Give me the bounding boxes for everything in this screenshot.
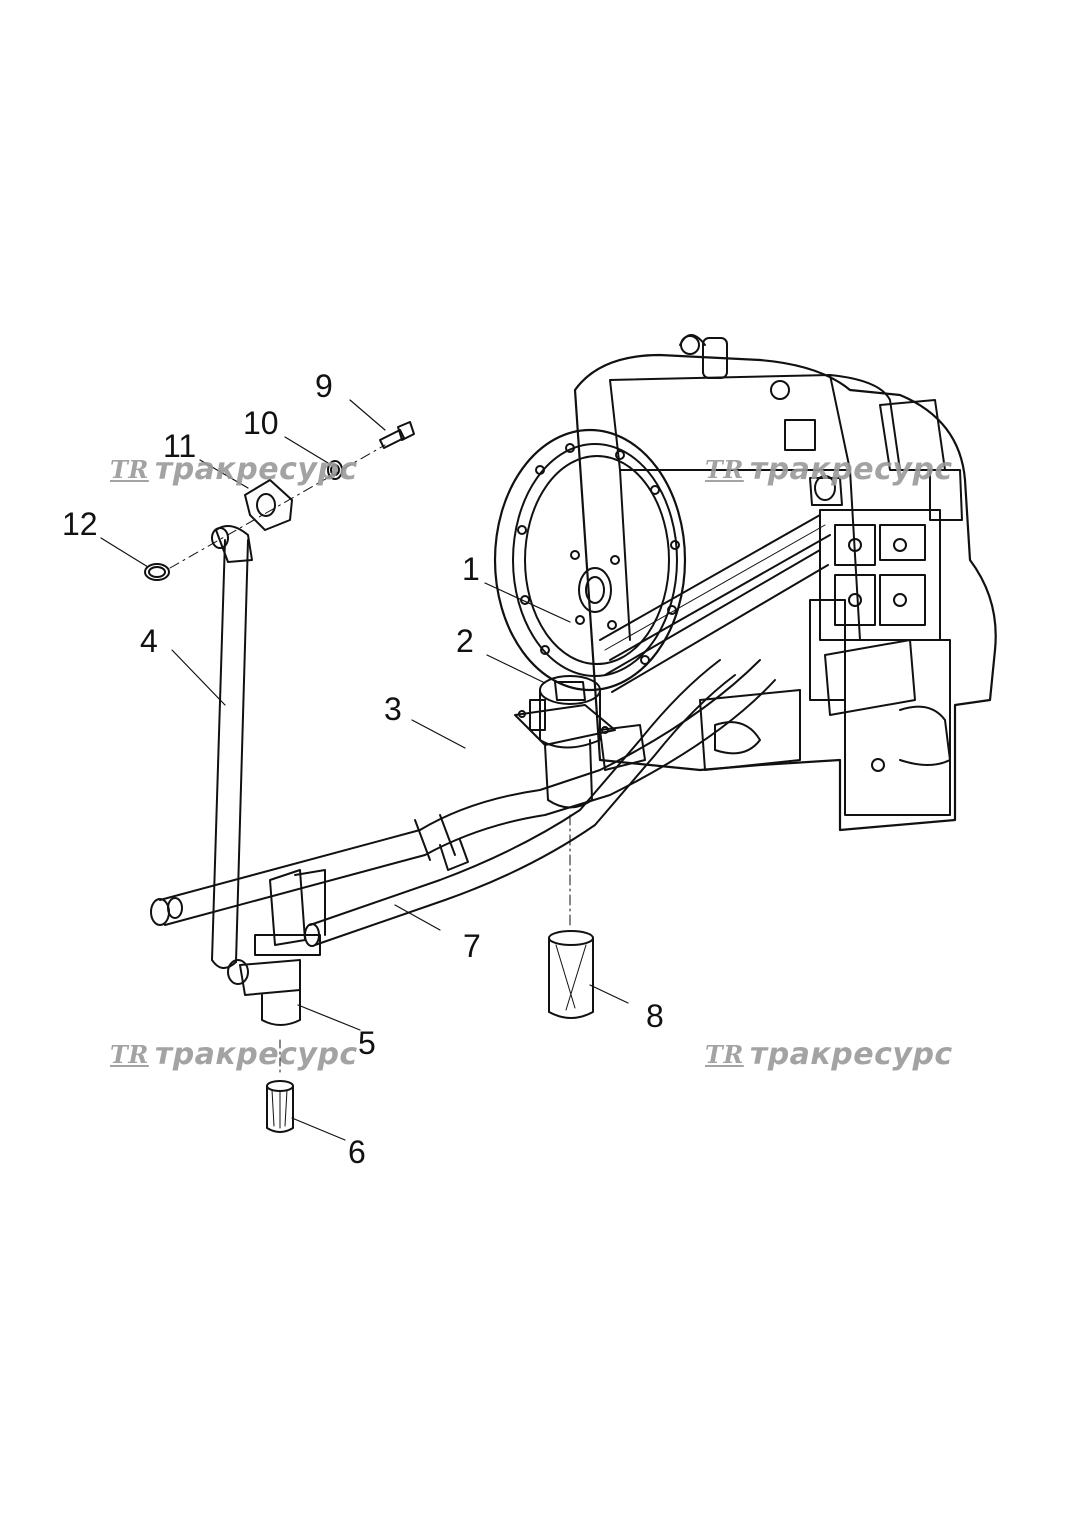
watermark-text: тракресурс — [749, 1037, 953, 1072]
callout-2: 2 — [456, 623, 474, 659]
pipe-4 — [211, 525, 253, 969]
clamp-11 — [244, 479, 293, 531]
callout-7: 7 — [463, 928, 481, 964]
watermark-logo: TR — [705, 1040, 744, 1069]
filter-block-5 — [227, 869, 326, 1026]
callout-4: 4 — [140, 623, 158, 659]
callout-8: 8 — [646, 998, 664, 1034]
callout-9: 9 — [315, 368, 333, 404]
watermark-logo: TR — [110, 455, 149, 484]
watermark-logo: TR — [110, 1040, 149, 1069]
pipe-7 — [304, 659, 736, 947]
callout-12: 12 — [62, 506, 98, 542]
watermark-bottom-right: TR тракресурс — [705, 1037, 953, 1072]
assembly-axis-line — [169, 444, 386, 569]
filter-element-6 — [266, 1039, 294, 1133]
watermark-text: тракресурс — [749, 452, 953, 487]
callout-3: 3 — [384, 691, 402, 727]
watermark-top-left: TR тракресурс — [110, 452, 358, 487]
pipe-1 — [599, 475, 836, 693]
callout-11: 11 — [163, 428, 197, 464]
transmission-housing — [573, 334, 997, 832]
callout-6: 6 — [348, 1134, 366, 1170]
watermark-top-right: TR тракресурс — [705, 452, 953, 487]
callout-5: 5 — [358, 1025, 376, 1061]
watermark-text: тракресурс — [154, 1037, 358, 1072]
pipe-3 — [150, 659, 776, 926]
watermark-bottom-left: TR тракресурс — [110, 1037, 358, 1072]
watermark-logo: TR — [705, 455, 744, 484]
flywheel — [493, 428, 687, 692]
bolt-9 — [379, 421, 415, 449]
watermark-text: тракресурс — [154, 452, 358, 487]
leader-lines — [100, 399, 629, 1141]
oring-12 — [144, 563, 170, 581]
filter-element-8 — [548, 814, 594, 1019]
callout-1: 1 — [462, 551, 480, 587]
callout-10: 10 — [243, 405, 279, 441]
